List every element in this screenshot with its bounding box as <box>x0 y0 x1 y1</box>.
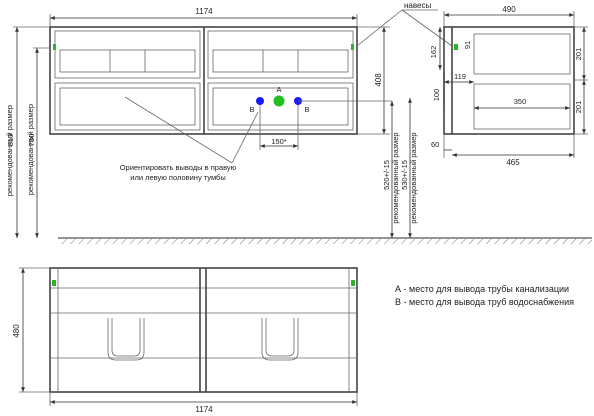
orient-leader-right <box>231 111 259 164</box>
overall-height-text: рекомендованный размер <box>5 105 14 196</box>
mounting-heights: 810 рекомендованный размер 730 рекомендо… <box>5 26 592 244</box>
side-hinge-marker <box>454 44 458 50</box>
orient-leader-left <box>124 96 233 164</box>
siphon-cutout-left <box>107 318 145 361</box>
legend-line-a: А - место для вывода трубы канализации <box>395 284 569 294</box>
top-width-label: 1174 <box>195 405 213 414</box>
orient-note-line2: или левую половину тумбы <box>130 173 225 182</box>
outlet-b-height-text: рекомендованный размер <box>409 132 418 223</box>
legend: А - место для вывода трубы канализации В… <box>395 284 574 307</box>
upper-right-drawer-inner <box>212 49 349 73</box>
pipe-spacing-label: 150* <box>271 137 287 146</box>
side-depth-label: 490 <box>502 5 516 14</box>
top-hinge-marker-right <box>351 280 355 286</box>
floor-hatching <box>58 239 592 244</box>
side-60-label: 60 <box>431 140 439 149</box>
cabinet-height-text: рекомендованный размер <box>26 104 35 195</box>
top-depth-label: 480 <box>12 324 21 338</box>
lower-right-drawer-inner <box>212 87 349 126</box>
top-view: 480 1174 <box>12 267 358 414</box>
outlet-a-label: А <box>276 85 281 94</box>
hinges-label: навесы <box>404 1 431 10</box>
side-upper-drawer <box>473 33 571 75</box>
outlet-a-height-value: 520+/-15 <box>382 160 391 190</box>
hinge-marker-right <box>351 44 354 50</box>
upper-left-drawer <box>54 30 201 79</box>
side-top-offset-label: 162 <box>429 46 438 59</box>
top-outline <box>49 267 358 393</box>
front-view: 1174 408 навесы А В <box>49 1 453 182</box>
outlet-a-point <box>273 95 285 107</box>
side-lower-drawer <box>473 83 571 130</box>
siphon-cutout-right-inner <box>265 318 295 357</box>
side-119-label: 119 <box>454 72 466 81</box>
top-hinge-marker-left <box>52 280 56 286</box>
side-hinge-label: 91 <box>463 41 472 49</box>
lower-right-drawer <box>207 82 354 131</box>
siphon-cutout-left-inner <box>111 318 141 357</box>
outlet-b-left-label: В <box>249 105 254 114</box>
siphon-cutout-right <box>261 318 299 361</box>
cabinet-height-value: 730 <box>27 134 36 147</box>
outlet-b-left-point <box>256 97 264 105</box>
orient-note-line1: Ориентировать выводы в правую <box>120 163 237 172</box>
side-465-label: 465 <box>506 158 520 167</box>
side-drawer-bottom-label: 201 <box>574 101 583 114</box>
overall-height-value: 810 <box>6 134 15 147</box>
side-view: 490 162 91 100 119 350 201 201 60 465 <box>429 5 588 167</box>
side-100-label: 100 <box>432 89 441 102</box>
lower-left-drawer-inner <box>59 87 196 126</box>
hinges-leader-front <box>356 9 403 47</box>
hinge-marker-left <box>53 44 56 50</box>
outlet-a-height-text: рекомендованный размер <box>391 132 400 223</box>
side-350-label: 350 <box>514 97 527 106</box>
side-drawer-top-label: 201 <box>574 48 583 61</box>
legend-line-b: В - место для вывода труб водоснабжения <box>395 297 574 307</box>
lower-left-drawer <box>54 82 201 131</box>
upper-right-drawer <box>207 30 354 79</box>
outlet-b-right-label: В <box>304 105 309 114</box>
front-width-label: 1174 <box>195 7 213 16</box>
front-height-label: 408 <box>374 73 383 87</box>
outlet-b-height-value: 530+/-15 <box>400 160 409 190</box>
upper-left-drawer-inner <box>59 49 196 73</box>
